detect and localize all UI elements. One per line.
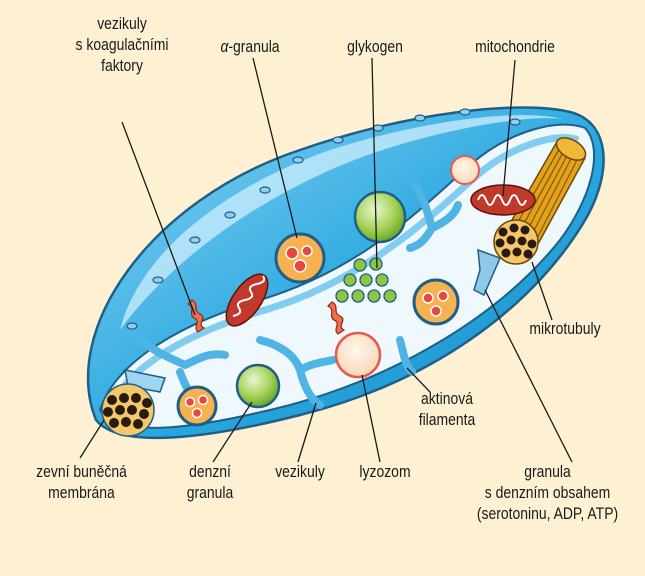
label-line: membrána — [26, 482, 137, 503]
label-glycogen: glykogen — [330, 36, 420, 57]
platelet-body — [88, 108, 604, 438]
label-lysosome: lyzozom — [344, 461, 426, 482]
label-line: faktory — [65, 55, 180, 76]
label-line: denzní — [169, 461, 251, 482]
label-line: filamenta — [402, 409, 492, 430]
alpha-granule-right — [414, 280, 458, 324]
label-dense-content-granula: granula s denzním obsahem (serotoninu, A… — [472, 461, 624, 524]
dense-granule-bottom — [237, 365, 279, 407]
microtubule-cross-section-left — [102, 384, 154, 436]
label-alpha-prefix: α — [220, 37, 228, 56]
label-dense-granula: denzní granula — [169, 461, 251, 503]
label-line: s koagulačními — [65, 34, 180, 55]
lysosome — [336, 333, 380, 377]
label-line: granula — [472, 461, 624, 482]
label-alpha-suffix: -granula — [228, 37, 279, 56]
label-line: aktinová — [402, 388, 492, 409]
label-line: vezikuly — [65, 13, 180, 34]
label-membrane: zevní buněčná membrána — [26, 461, 137, 503]
label-line: s denzním obsahem — [472, 482, 624, 503]
label-line: zevní buněčná — [26, 461, 137, 482]
dense-granule-top — [355, 192, 405, 242]
label-actin-filaments: aktinová filamenta — [402, 388, 492, 430]
label-microtubules: mikrotubuly — [516, 318, 614, 339]
label-vesicles: vezikuly — [259, 461, 341, 482]
label-line: (serotoninu, ADP, ATP) — [472, 503, 624, 524]
label-vesicles-coagulation: vezikuly s koagulačními faktory — [65, 13, 180, 76]
alpha-granule-bottom — [178, 387, 216, 425]
label-alpha-granula: α-granula — [201, 36, 299, 57]
label-line: granula — [169, 482, 251, 503]
pale-vesicle — [451, 156, 479, 184]
alpha-granule-top — [276, 234, 324, 282]
label-mitochondria: mitochondrie — [462, 36, 569, 57]
